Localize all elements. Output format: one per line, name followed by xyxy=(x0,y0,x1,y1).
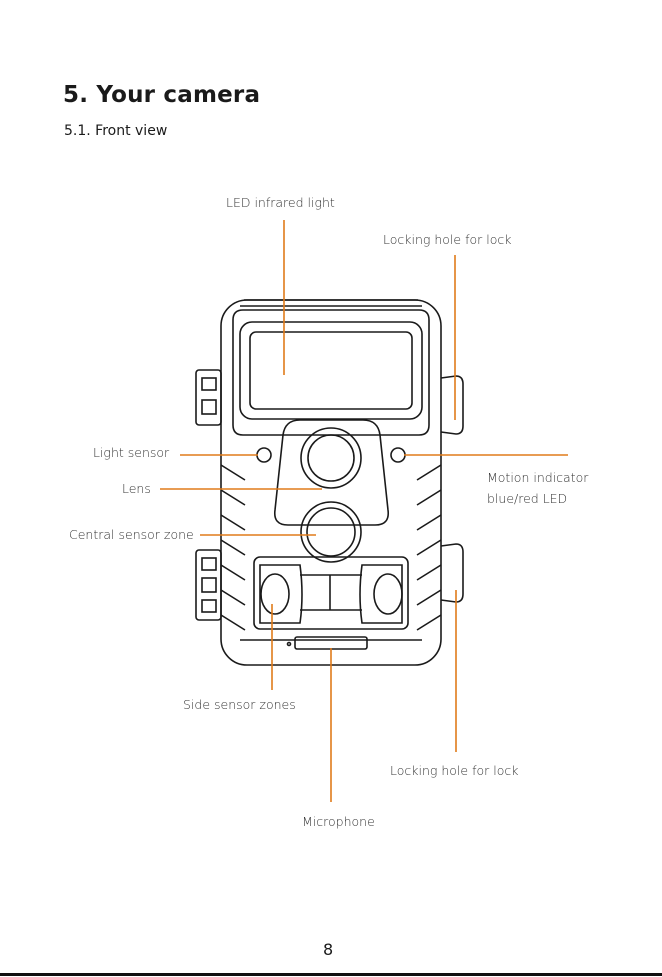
label-central-sensor: Central sensor zone xyxy=(69,527,194,542)
right-side-sensor xyxy=(374,574,402,614)
bottom-rule xyxy=(0,973,662,976)
side-sensor-block xyxy=(254,557,408,629)
led-panel xyxy=(250,332,412,409)
front-plate xyxy=(233,310,429,435)
label-microphone: Microphone xyxy=(302,814,375,829)
label-motion-indicator: Motion indicator xyxy=(487,470,588,485)
label-locking-hole-bottom: Locking hole for lock xyxy=(390,763,518,778)
light-sensor xyxy=(257,448,271,462)
left-side-sensor xyxy=(261,574,289,614)
label-lens: Lens xyxy=(122,481,151,496)
page-number: 8 xyxy=(323,940,333,959)
right-lock-tab-upper xyxy=(441,376,463,434)
right-lock-tab-lower xyxy=(441,544,463,602)
label-motion-indicator-led: blue/red LED xyxy=(487,491,567,506)
microphone-slot xyxy=(295,637,367,649)
label-light-sensor: Light sensor xyxy=(93,445,169,460)
label-led-infrared: LED infrared light xyxy=(226,195,335,210)
camera-outline xyxy=(196,300,463,665)
label-locking-hole-top: Locking hole for lock xyxy=(383,232,511,247)
lens xyxy=(301,428,361,488)
left-latch-lower xyxy=(196,550,221,620)
motion-indicator-led xyxy=(391,448,405,462)
central-sensor xyxy=(301,502,361,562)
label-side-sensors: Side sensor zones xyxy=(183,697,296,712)
